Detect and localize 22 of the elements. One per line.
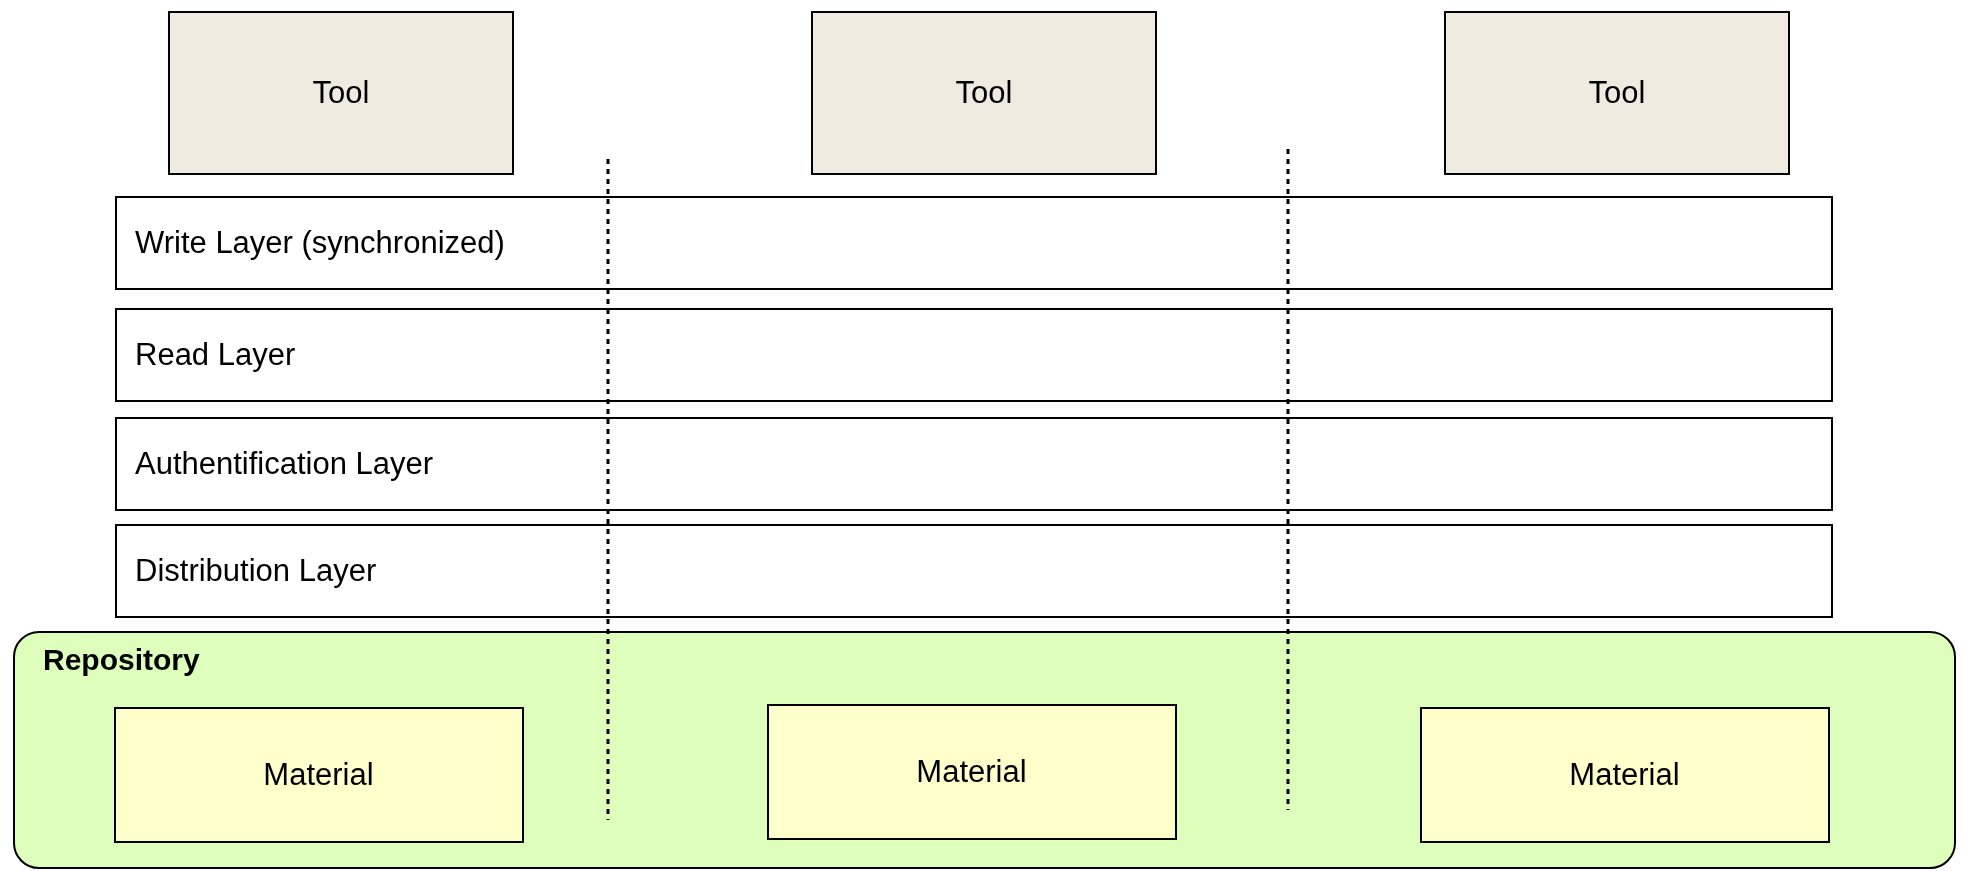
tool-box bbox=[168, 11, 514, 175]
material-box bbox=[766, 703, 1177, 840]
node-label: Material bbox=[916, 753, 1027, 790]
node-label: Material bbox=[1569, 756, 1680, 793]
repository-container bbox=[13, 631, 1956, 869]
node-label: Material bbox=[263, 756, 374, 793]
node-label: Tool bbox=[1588, 75, 1646, 111]
tool-box bbox=[811, 11, 1157, 175]
node-label: Tool bbox=[955, 75, 1013, 111]
tool-box bbox=[1444, 11, 1790, 175]
node-label: Distribution Layer bbox=[135, 553, 377, 589]
layer-band bbox=[115, 417, 1833, 511]
material-box bbox=[1419, 706, 1830, 843]
layer-band bbox=[115, 524, 1833, 618]
layer-band bbox=[115, 196, 1833, 290]
node-label: Read Layer bbox=[135, 337, 296, 373]
group-heading: Repository bbox=[43, 643, 200, 677]
node-label: Authentification Layer bbox=[135, 446, 434, 482]
layer-band bbox=[115, 308, 1833, 402]
node-label: Tool bbox=[312, 75, 370, 111]
material-box bbox=[113, 706, 524, 843]
node-label: Write Layer (synchronized) bbox=[135, 225, 505, 261]
